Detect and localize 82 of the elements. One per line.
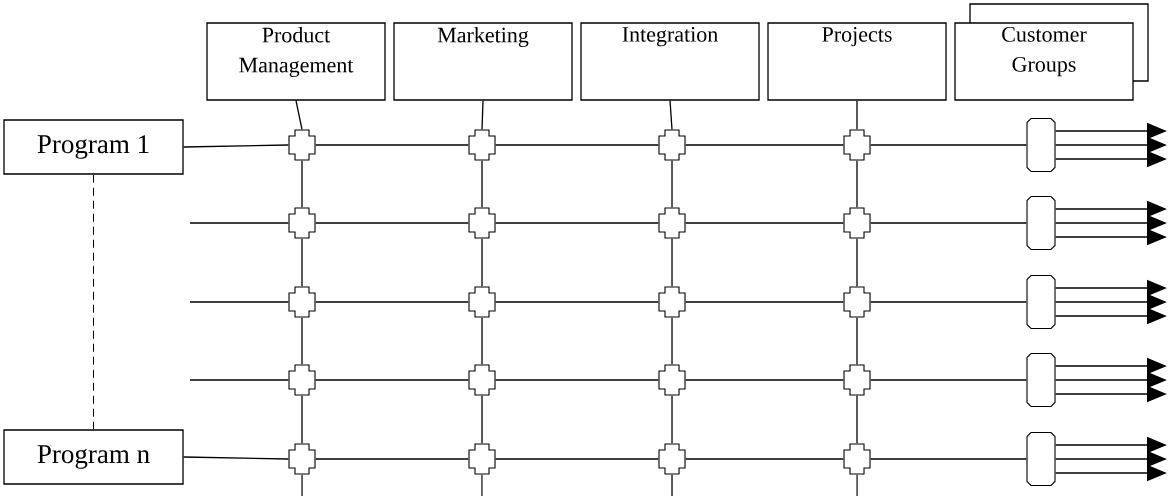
connector-line [315,379,469,381]
junction-symbol [658,443,686,475]
header-box: Integration [580,22,760,101]
dashed-line [93,174,94,430]
junction-symbol [288,207,316,239]
connector-line [183,144,289,148]
connector-line [856,317,858,365]
connector-symbol [1026,195,1056,251]
junction-symbol [468,443,496,475]
connector-line [870,222,1027,224]
junction-symbol [843,129,871,161]
connector-line [856,100,858,130]
connector-line [870,144,1027,146]
connector-line [685,144,844,146]
connector-line [189,301,289,303]
connector-line [481,100,484,130]
connector-line [870,458,1027,460]
connector-line [671,395,673,444]
junction-symbol [468,129,496,161]
connector-line [301,395,303,444]
connector-line [495,379,659,381]
connector-line [685,379,844,381]
junction-symbol [843,286,871,318]
header-box: Projects [767,22,947,101]
header-box: Customer Groups [954,22,1134,101]
connector-line [669,100,673,130]
connector-symbol [1026,274,1056,330]
connector-line [481,160,483,208]
connector-symbol [1026,431,1056,487]
junction-symbol [658,364,686,396]
junction-symbol [658,207,686,239]
junction-symbol [288,443,316,475]
connector-line [301,317,303,365]
connector-line [495,222,659,224]
connector-line [856,395,858,444]
connector-line [301,160,303,208]
connector-line [685,458,844,460]
connector-line [315,458,469,460]
connector-line [870,301,1027,303]
connector-line [856,238,858,287]
connector-line [856,160,858,208]
connector-line [315,222,469,224]
connector-line [671,238,673,287]
junction-symbol [468,364,496,396]
junction-symbol [288,364,316,396]
junction-symbol [843,207,871,239]
connector-symbol [1026,352,1056,408]
connector-line [495,301,659,303]
header-box: Product Management [206,22,386,101]
connector-line [315,144,469,146]
connector-line [481,474,483,496]
connector-line [481,238,483,287]
junction-symbol [658,286,686,318]
connector-symbol [1026,117,1056,173]
connector-line [671,474,673,496]
junction-symbol [468,286,496,318]
connector-line [685,301,844,303]
junction-symbol [843,364,871,396]
header-box: Marketing [393,22,573,101]
junction-symbol [288,286,316,318]
connector-line [189,379,289,381]
connector-line [301,238,303,287]
connector-line [671,317,673,365]
junction-symbol [468,207,496,239]
junction-symbol [288,129,316,161]
connector-line [856,474,858,496]
connector-line [671,160,673,208]
connector-line [685,222,844,224]
junction-symbol [843,443,871,475]
program-box: Program n [3,429,184,485]
connector-line [295,100,303,130]
connector-line [301,474,303,496]
connector-line [495,144,659,146]
junction-symbol [658,129,686,161]
connector-line [183,456,289,460]
connector-line [495,458,659,460]
connector-line [870,379,1027,381]
connector-line [315,301,469,303]
program-box: Program 1 [3,119,184,175]
connector-line [481,317,483,365]
connector-line [189,222,289,224]
connector-line [481,395,483,444]
